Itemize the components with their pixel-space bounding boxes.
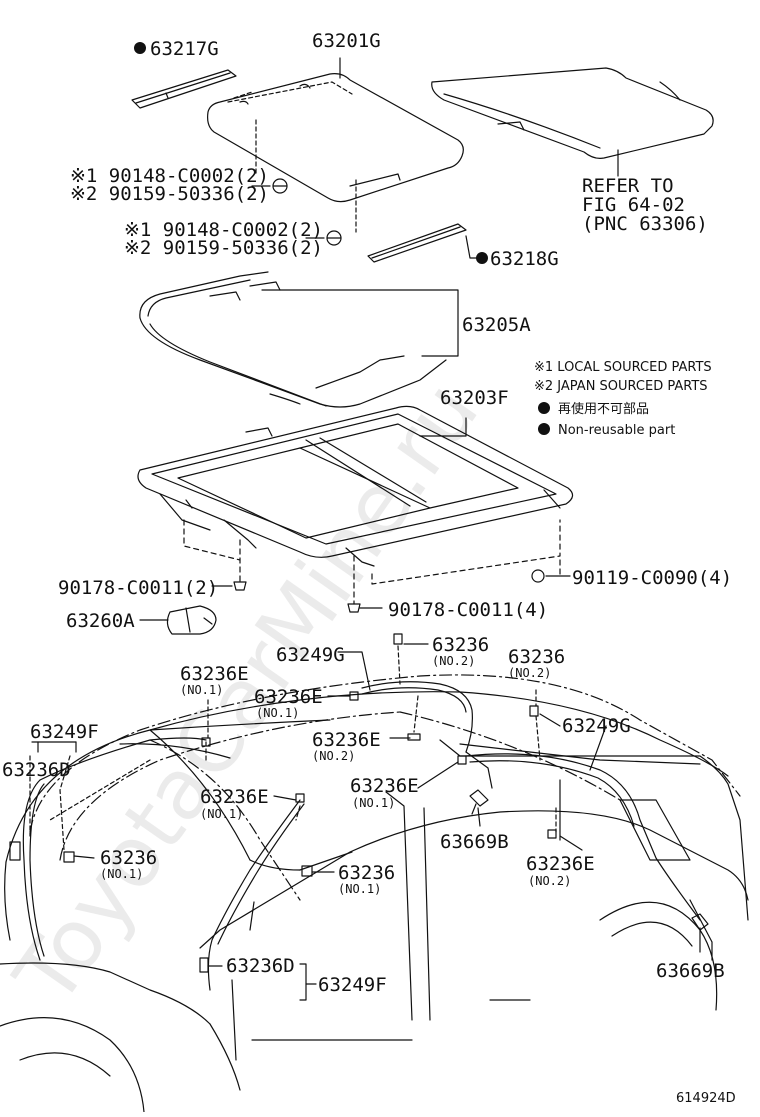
watermark: ToyotaCarMine.ru	[0, 364, 497, 1022]
label-no1-b: (NO.1)	[256, 706, 299, 720]
label-63205a: 63205A	[462, 314, 531, 336]
label-bolt-local-mid: ※1 90148-C0002(2)	[124, 219, 323, 241]
label-63236-no1-mid: 63236	[338, 862, 395, 884]
clip-63236-no1-a	[63, 851, 75, 863]
bolt-90148-top-drawing	[251, 178, 288, 194]
clip-63236e-no1-c	[295, 793, 305, 803]
refer-note-line2: FIG 64-02	[582, 194, 685, 216]
label-leaders	[31, 643, 701, 1001]
clip-63236e-no2-b	[547, 829, 557, 839]
label-63249g-right: 63249G	[562, 715, 631, 737]
nonreusable-dot-63217g	[134, 42, 146, 54]
drain-hose-63249f-left	[22, 737, 207, 961]
motor-63260a-drawing	[139, 605, 217, 635]
label-no2-a: (NO.2)	[312, 749, 355, 763]
label-63249f-bottom: 63249F	[318, 974, 387, 996]
label-63236e-no1-a: 63236E	[180, 663, 249, 685]
legend-dot-en	[538, 423, 550, 435]
label-63249g-top: 63249G	[276, 644, 345, 666]
label-63203f: 63203F	[440, 387, 509, 409]
clip-leaders	[29, 645, 557, 851]
label-63236e-no1-c: 63236E	[350, 775, 419, 797]
label-no1-d: (NO.1)	[200, 807, 243, 821]
screw-90119-drawing	[531, 569, 571, 583]
frame-fastener-leaders	[183, 519, 561, 605]
refer-note-line1: REFER TO	[582, 175, 674, 197]
label-bolt-japan-mid: ※2 90159-50336(2)	[124, 237, 323, 259]
legend-japan-sourced: ※2 JAPAN SOURCED PARTS	[534, 379, 708, 394]
label-no2-right: (NO.2)	[508, 666, 551, 680]
label-no2-top: (NO.2)	[432, 654, 475, 668]
valve-63669b-right	[691, 913, 709, 931]
legend-dot-jp	[538, 402, 550, 414]
clip-63236e-no1-d	[457, 755, 467, 765]
label-63236e-no2-b: 63236E	[526, 853, 595, 875]
drain-hose-63249f-front	[207, 799, 305, 991]
nonreusable-dot-63218g	[476, 252, 488, 264]
label-63236d-bottom: 63236D	[226, 955, 295, 977]
grommet-63236d-top	[9, 841, 21, 861]
clip-90178-left-drawing	[233, 581, 247, 591]
label-no1-e: (NO.1)	[100, 867, 143, 881]
glass-panel-63201g-drawing	[207, 73, 464, 233]
clip-63236-no2-a	[393, 633, 403, 645]
label-bolt-local-top: ※1 90148-C0002(2)	[70, 165, 269, 187]
bolt-90148-mid-drawing	[305, 230, 342, 246]
clip-90178-bottom-drawing	[347, 603, 383, 613]
drain-hose-63249g-top	[361, 681, 493, 789]
label-63217g: 63217G	[150, 38, 219, 60]
clip-63236e-no1-b	[349, 691, 359, 701]
frame-seal-63205a-drawing	[139, 271, 447, 408]
diagram-id: 614924D	[676, 1091, 736, 1106]
legend-nonreusable-en: Non-reusable part	[558, 423, 675, 438]
label-bolt-japan-top: ※2 90159-50336(2)	[70, 183, 269, 205]
label-no1-a: (NO.1)	[180, 683, 223, 697]
valve-63669b-mid	[469, 789, 489, 815]
legend-nonreusable-jp: 再使用不可部品	[558, 401, 649, 417]
label-63236e-no1-b: 63236E	[254, 686, 323, 708]
clip-63236-no2-b	[529, 705, 539, 717]
drain-hose-63249g-right	[465, 753, 701, 921]
label-63236-no1-left: 63236	[100, 847, 157, 869]
label-no1-f: (NO.1)	[338, 882, 381, 896]
label-90178-left: 90178-C0011(2)	[58, 577, 218, 599]
car-body-drawing	[0, 691, 749, 1113]
leader-63205a	[261, 289, 459, 357]
label-63236-no2-top: 63236	[432, 634, 489, 656]
clip-63236-no1-b	[301, 865, 313, 877]
label-no1-c: (NO.1)	[352, 796, 395, 810]
label-90119: 90119-C0090(4)	[572, 567, 732, 589]
refer-note-line3: (PNC 63306)	[582, 213, 708, 235]
label-63201g: 63201G	[312, 30, 381, 52]
label-63236-no2-right: 63236	[508, 646, 565, 668]
weatherstrip-63217g-drawing	[131, 69, 237, 109]
label-63236e-no1-d: 63236E	[200, 786, 269, 808]
sunroof-housing-63203f-drawing	[137, 405, 574, 567]
label-63669b-right: 63669B	[656, 960, 725, 982]
label-63260a: 63260A	[66, 610, 135, 632]
sunshade-panel-drawing	[431, 67, 714, 177]
grommet-63236d-bottom	[199, 957, 209, 973]
label-no2-d: (NO.2)	[528, 874, 571, 888]
clip-63236e-no2-a	[407, 733, 421, 741]
label-63218g: 63218G	[490, 248, 559, 270]
legend-local-sourced: ※1 LOCAL SOURCED PARTS	[534, 360, 712, 375]
label-63249f-top: 63249F	[30, 721, 99, 743]
label-63236e-no2-a: 63236E	[312, 729, 381, 751]
label-63669b-mid: 63669B	[440, 831, 509, 853]
weatherstrip-63218g-drawing	[367, 223, 479, 263]
label-90178-bottom: 90178-C0011(4)	[388, 599, 548, 621]
leader-63203f	[419, 417, 467, 437]
label-63236d-top: 63236D	[2, 759, 71, 781]
